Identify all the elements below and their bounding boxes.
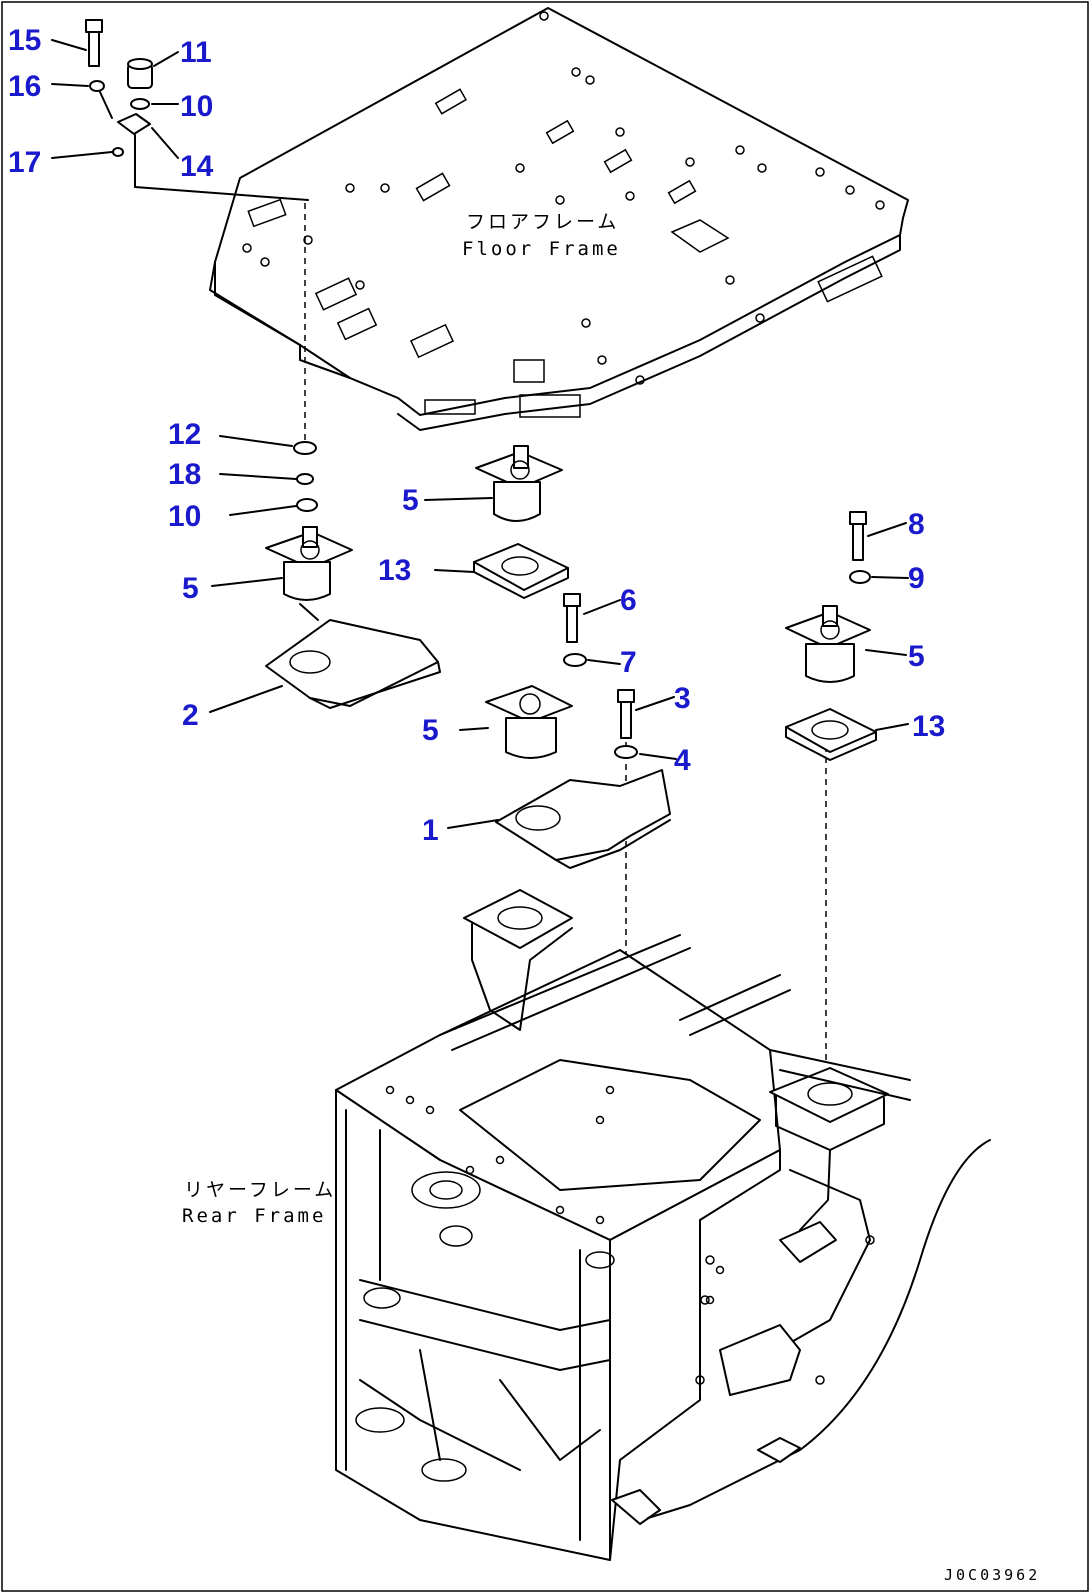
callout-1: 1 bbox=[422, 814, 439, 847]
callout-6: 6 bbox=[620, 584, 637, 617]
callout-18: 18 bbox=[168, 458, 201, 491]
callout-5: 5 bbox=[908, 640, 925, 673]
washer-12 bbox=[293, 441, 317, 455]
washer-16 bbox=[89, 80, 105, 92]
washer-4 bbox=[614, 745, 638, 759]
callout-3: 3 bbox=[674, 682, 691, 715]
callout-10: 10 bbox=[168, 500, 201, 533]
ring-18 bbox=[296, 473, 314, 485]
callout-5: 5 bbox=[422, 714, 439, 747]
mount-5-left bbox=[265, 526, 353, 601]
floor-frame-label-en: Floor Frame bbox=[462, 238, 621, 260]
shim-13-center bbox=[473, 543, 569, 599]
callout-13: 13 bbox=[378, 554, 411, 587]
callout-8: 8 bbox=[908, 508, 925, 541]
rear-frame-label-jp: リヤーフレーム bbox=[184, 1179, 336, 1201]
nut-11 bbox=[127, 58, 153, 89]
callout-2: 2 bbox=[182, 699, 199, 732]
washer-9 bbox=[849, 570, 871, 584]
bracket-2 bbox=[265, 603, 441, 709]
rear-frame-arm bbox=[647, 1139, 991, 1519]
mount-5-right bbox=[785, 605, 871, 683]
callout-11: 11 bbox=[180, 36, 212, 69]
callout-12: 12 bbox=[168, 418, 201, 451]
callout-5: 5 bbox=[182, 572, 199, 605]
callout-9: 9 bbox=[908, 562, 925, 595]
callout-4: 4 bbox=[674, 744, 691, 777]
bolt-8 bbox=[849, 511, 867, 561]
drawing-code: J0C03962 bbox=[944, 1566, 1040, 1584]
floor-frame-label-jp: フロアフレーム bbox=[466, 211, 619, 233]
washer-10-top bbox=[130, 98, 150, 110]
mount-5-center-bottom bbox=[485, 685, 573, 759]
callout-5: 5 bbox=[402, 484, 419, 517]
callout-7: 7 bbox=[620, 646, 637, 679]
nut-17 bbox=[112, 147, 124, 157]
bracket-1 bbox=[495, 769, 671, 869]
shim-13-right bbox=[785, 708, 877, 761]
callout-15: 15 bbox=[8, 24, 41, 57]
callout-14: 14 bbox=[180, 150, 214, 183]
bolt-3 bbox=[617, 689, 635, 739]
rear-frame bbox=[335, 889, 911, 1561]
floor-frame bbox=[209, 7, 909, 431]
washer-7 bbox=[563, 653, 587, 667]
callout-13: 13 bbox=[912, 710, 945, 743]
callout-16: 16 bbox=[8, 70, 41, 103]
plate-14 bbox=[117, 113, 151, 135]
callout-numbers: 15 11 16 10 17 14 12 18 10 5 5 13 2 6 7 … bbox=[8, 24, 945, 847]
bolt-6 bbox=[563, 593, 581, 643]
mount-5-center-top bbox=[475, 445, 563, 522]
bolt-15 bbox=[85, 19, 103, 67]
callout-17: 17 bbox=[8, 146, 41, 179]
callout-10: 10 bbox=[180, 90, 213, 123]
rear-frame-label-en: Rear Frame bbox=[182, 1205, 326, 1227]
leader-lines bbox=[51, 39, 909, 829]
washer-10-mid bbox=[296, 498, 318, 512]
